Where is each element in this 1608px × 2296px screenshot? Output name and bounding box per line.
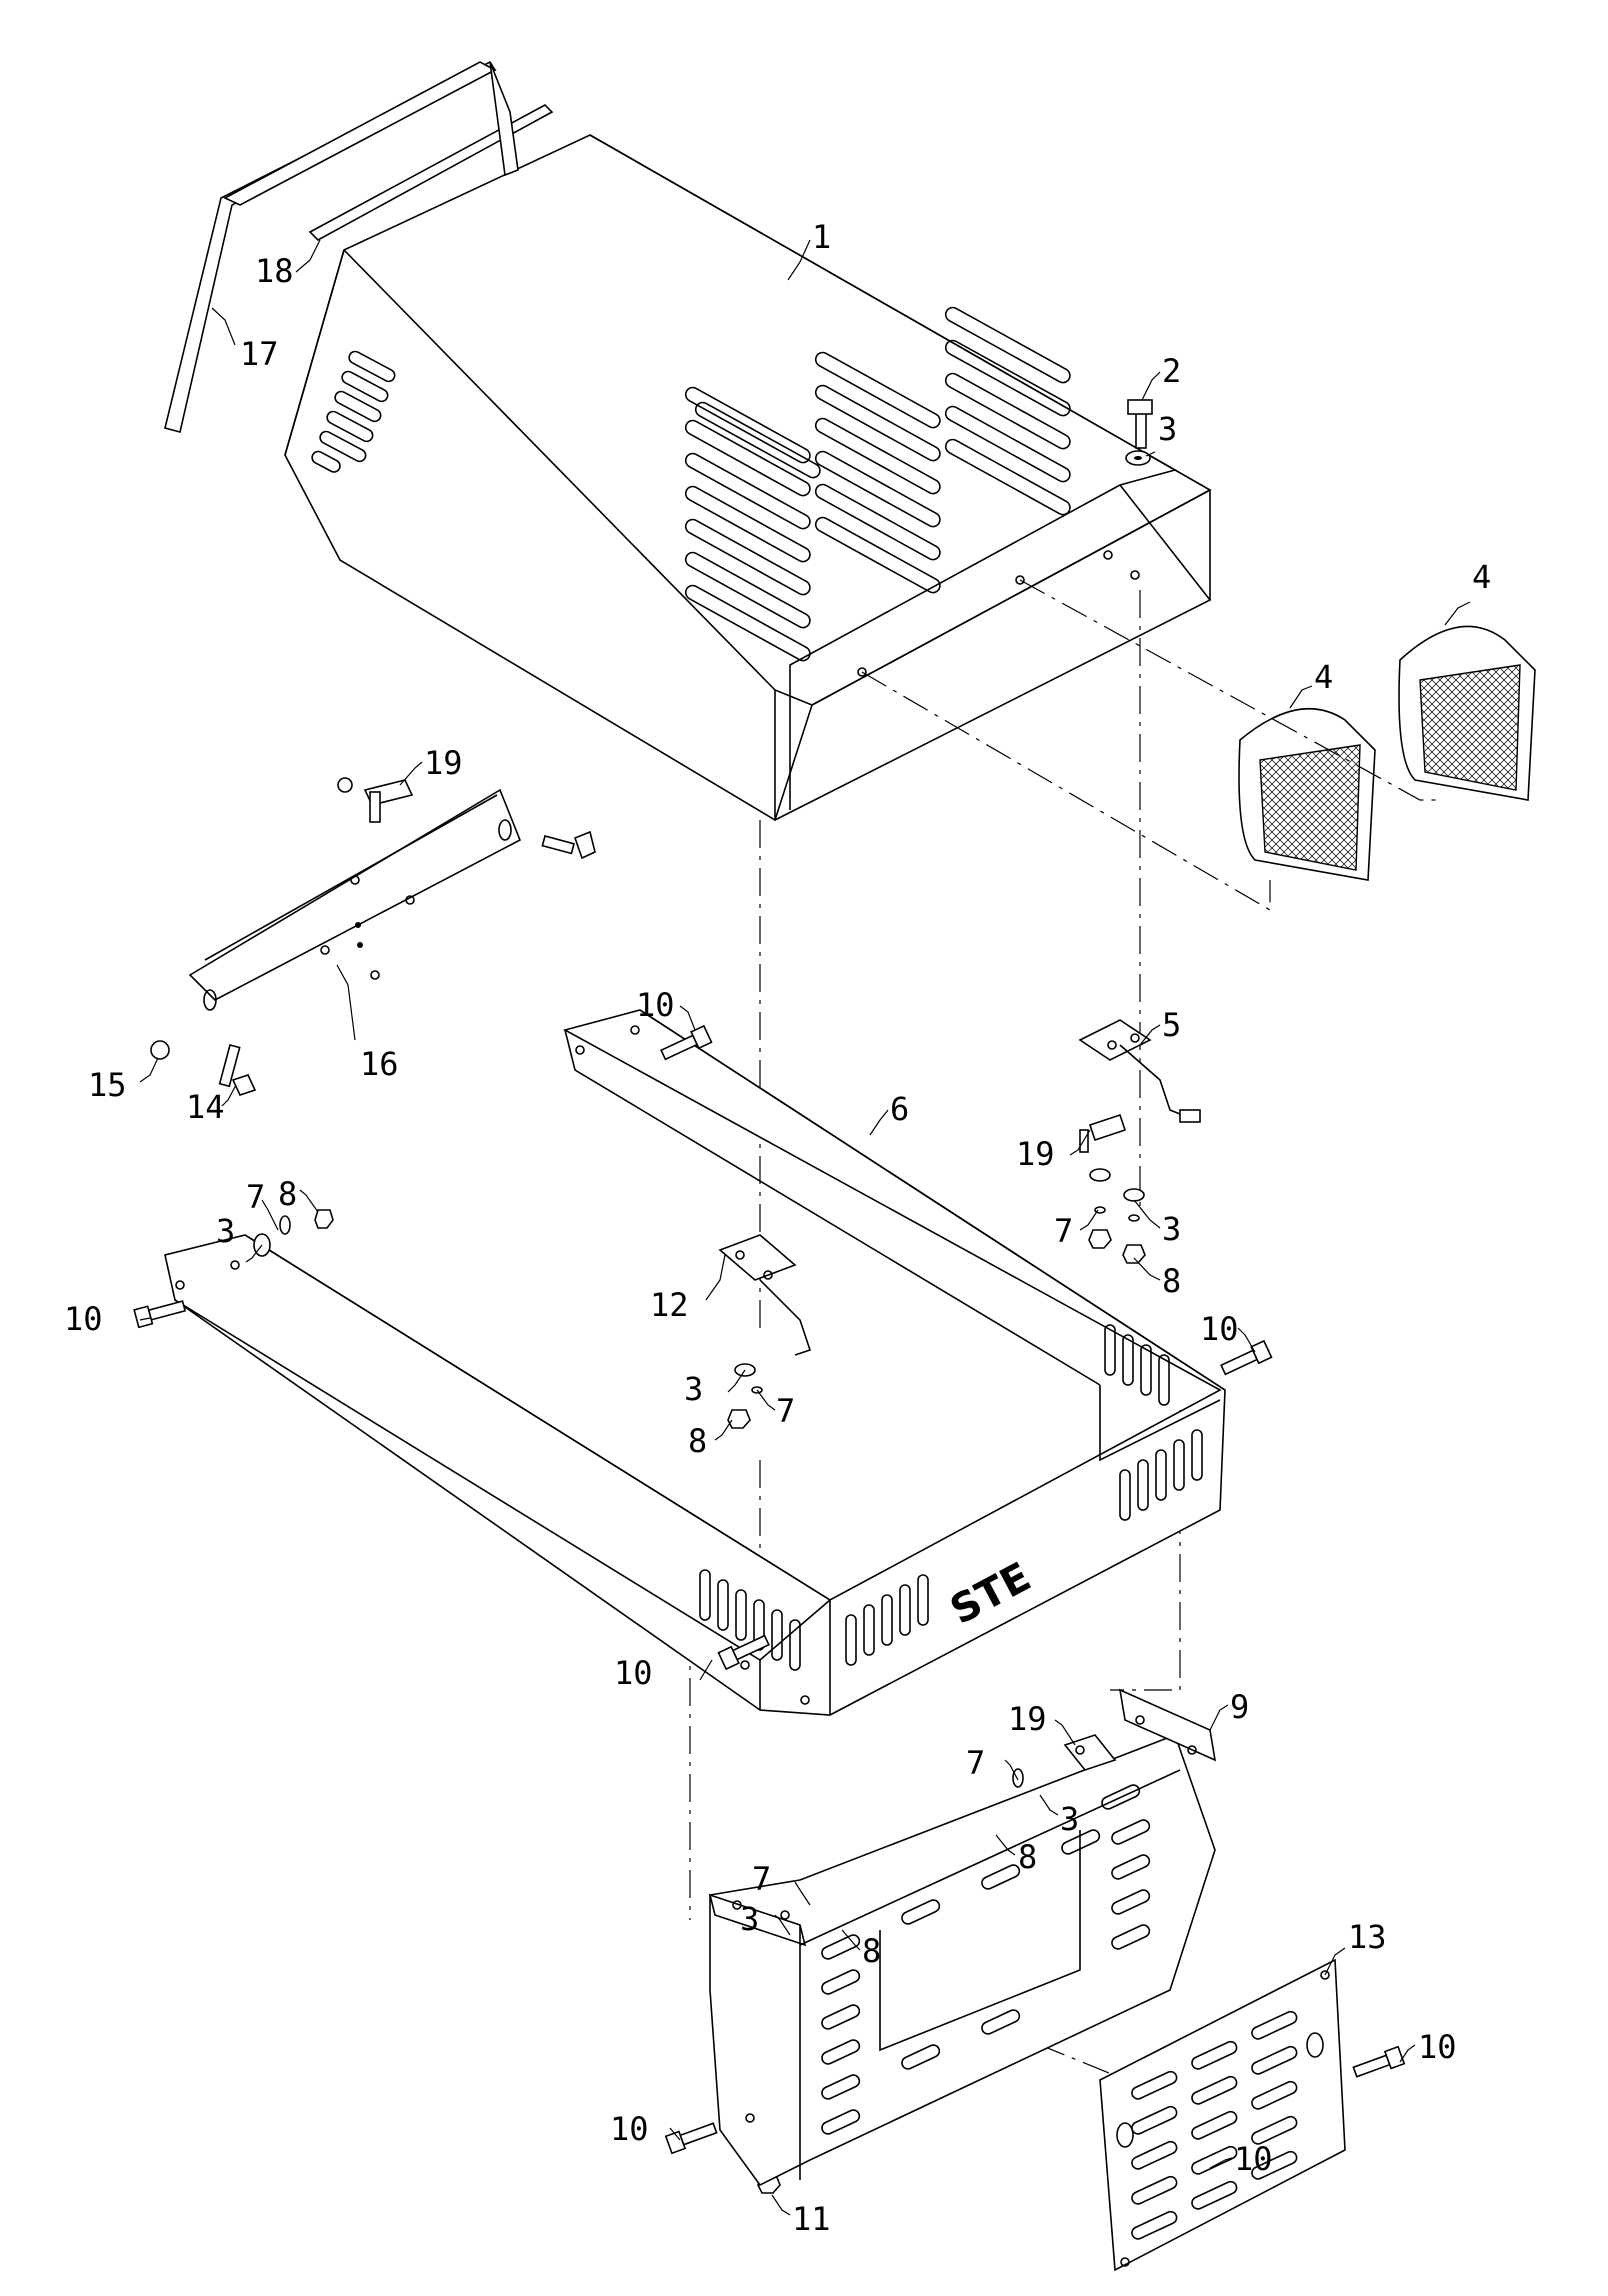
callout-3-lower-right: 3 <box>1060 1800 1079 1838</box>
callout-3-cover: 3 <box>1158 410 1177 448</box>
callout-8-right: 8 <box>1162 1262 1181 1300</box>
callout-19-mid: 19 <box>1016 1135 1055 1173</box>
callout-16: 16 <box>360 1045 399 1083</box>
callout-10-top: 10 <box>636 986 675 1024</box>
callout-8-center: 8 <box>688 1422 707 1460</box>
callout-8-lower-right: 8 <box>1018 1838 1037 1876</box>
cover-side-vents <box>311 350 396 473</box>
callout-9: 9 <box>1230 1688 1249 1726</box>
callout-10-right: 10 <box>1200 1310 1239 1348</box>
vent-grille-front <box>1238 708 1376 881</box>
rear-panel <box>188 788 522 1011</box>
cover-bolt <box>1125 399 1153 466</box>
callout-10-grille-top: 10 <box>1418 2028 1457 2066</box>
rear-panel-bolts <box>150 830 596 1096</box>
callout-15: 15 <box>88 1066 127 1104</box>
callout-3-left: 3 <box>216 1212 235 1250</box>
callout-7-center: 7 <box>776 1392 795 1430</box>
callout-13: 13 <box>1348 1918 1387 1956</box>
bracket-right <box>1078 1019 1201 1123</box>
callout-7-lower-left: 7 <box>752 1860 771 1898</box>
callout-1: 1 <box>812 218 831 256</box>
callout-6: 6 <box>890 1090 909 1128</box>
bottom-stand <box>708 1688 1217 2187</box>
stand-slots <box>821 1784 1151 2135</box>
handle-rails <box>164 60 554 433</box>
base-tray: STE <box>164 1009 1226 1716</box>
callout-7-left: 7 <box>246 1178 265 1216</box>
rear-clip <box>337 777 414 823</box>
callout-17: 17 <box>240 335 279 373</box>
callout-14: 14 <box>186 1088 225 1126</box>
callout-4-rear: 4 <box>1472 558 1491 596</box>
callout-7-lower-right: 7 <box>966 1744 985 1782</box>
callout-10-grille-bottom: 10 <box>1234 2140 1273 2178</box>
vent-grille-rear <box>1398 625 1536 801</box>
callout-8-left: 8 <box>278 1175 297 1213</box>
callout-7-right: 7 <box>1054 1212 1073 1250</box>
tray-side-vents <box>699 1324 1203 1671</box>
callouts: 1 2 3 4 4 17 18 19 16 15 14 10 6 5 19 7 … <box>64 218 1491 2238</box>
callout-10-left: 10 <box>64 1300 103 1338</box>
callout-5: 5 <box>1162 1006 1181 1044</box>
callout-3-lower-left: 3 <box>740 1900 759 1938</box>
callout-4-front: 4 <box>1314 658 1333 696</box>
callout-11: 11 <box>792 2200 831 2238</box>
front-grille-panel <box>1099 1958 1346 2272</box>
callout-19-lower: 19 <box>1008 1700 1047 1738</box>
top-cover <box>284 134 1212 822</box>
callout-10-front: 10 <box>614 1654 653 1692</box>
callout-12: 12 <box>650 1286 689 1324</box>
middle-clip <box>1079 1113 1127 1153</box>
cover-vents <box>684 306 1071 662</box>
callout-10-stand: 10 <box>610 2110 649 2148</box>
bracket-center <box>718 1234 812 1356</box>
callout-19-rear: 19 <box>424 744 463 782</box>
callout-2: 2 <box>1162 352 1181 390</box>
callout-3-right: 3 <box>1162 1210 1181 1248</box>
callout-18: 18 <box>255 252 294 290</box>
callout-3-center: 3 <box>684 1370 703 1408</box>
callout-8-lower-left: 8 <box>862 1932 881 1970</box>
leader-lines <box>139 239 1471 2216</box>
lower-clip <box>1063 1734 1117 1771</box>
grille-slots <box>1131 2010 1298 2240</box>
